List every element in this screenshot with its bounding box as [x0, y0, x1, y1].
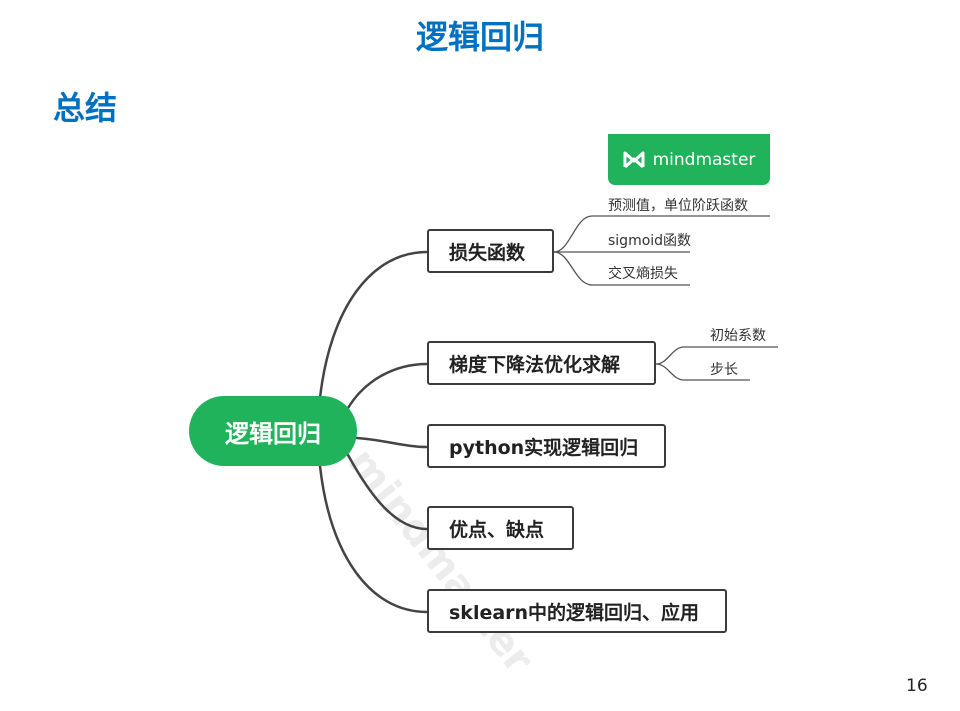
section-subtitle: 总结: [53, 89, 118, 127]
branch-gradient-descent[interactable]: 梯度下降法优化求解: [427, 341, 656, 385]
connector-central-b3: [355, 436, 429, 449]
connector-central-b4: [346, 453, 429, 531]
connector-b2-leaf2: [655, 363, 750, 381]
mindmap-central-topic[interactable]: 逻辑回归: [189, 396, 357, 466]
mindmaster-brand-badge: mindmaster: [608, 134, 770, 185]
leaf-step-function[interactable]: 预测值，单位阶跃函数: [608, 198, 748, 214]
connector-central-b1: [318, 250, 429, 400]
connector-central-b2: [346, 362, 429, 410]
page-number: 16: [906, 676, 928, 696]
leaf-sigmoid[interactable]: sigmoid函数: [608, 233, 692, 249]
leaf-initial-coefficients[interactable]: 初始系数: [710, 328, 766, 344]
connector-b2-leaf1: [655, 346, 778, 365]
branch-python-implementation[interactable]: python实现逻辑回归: [427, 424, 666, 468]
connector-central-b5: [318, 464, 429, 614]
leaf-cross-entropy[interactable]: 交叉熵损失: [608, 266, 678, 282]
branch-loss-function[interactable]: 损失函数: [427, 229, 554, 273]
brand-name: mindmaster: [652, 149, 756, 170]
connector-b1-leaf1: [553, 215, 770, 253]
connector-b1-leaf3: [553, 251, 690, 286]
branch-pros-cons[interactable]: 优点、缺点: [427, 506, 574, 550]
leaf-step-size[interactable]: 步长: [710, 362, 738, 378]
mindmaster-logo-icon: [623, 151, 645, 168]
page-title: 逻辑回归: [415, 18, 544, 56]
branch-sklearn-application[interactable]: sklearn中的逻辑回归、应用: [427, 589, 727, 633]
